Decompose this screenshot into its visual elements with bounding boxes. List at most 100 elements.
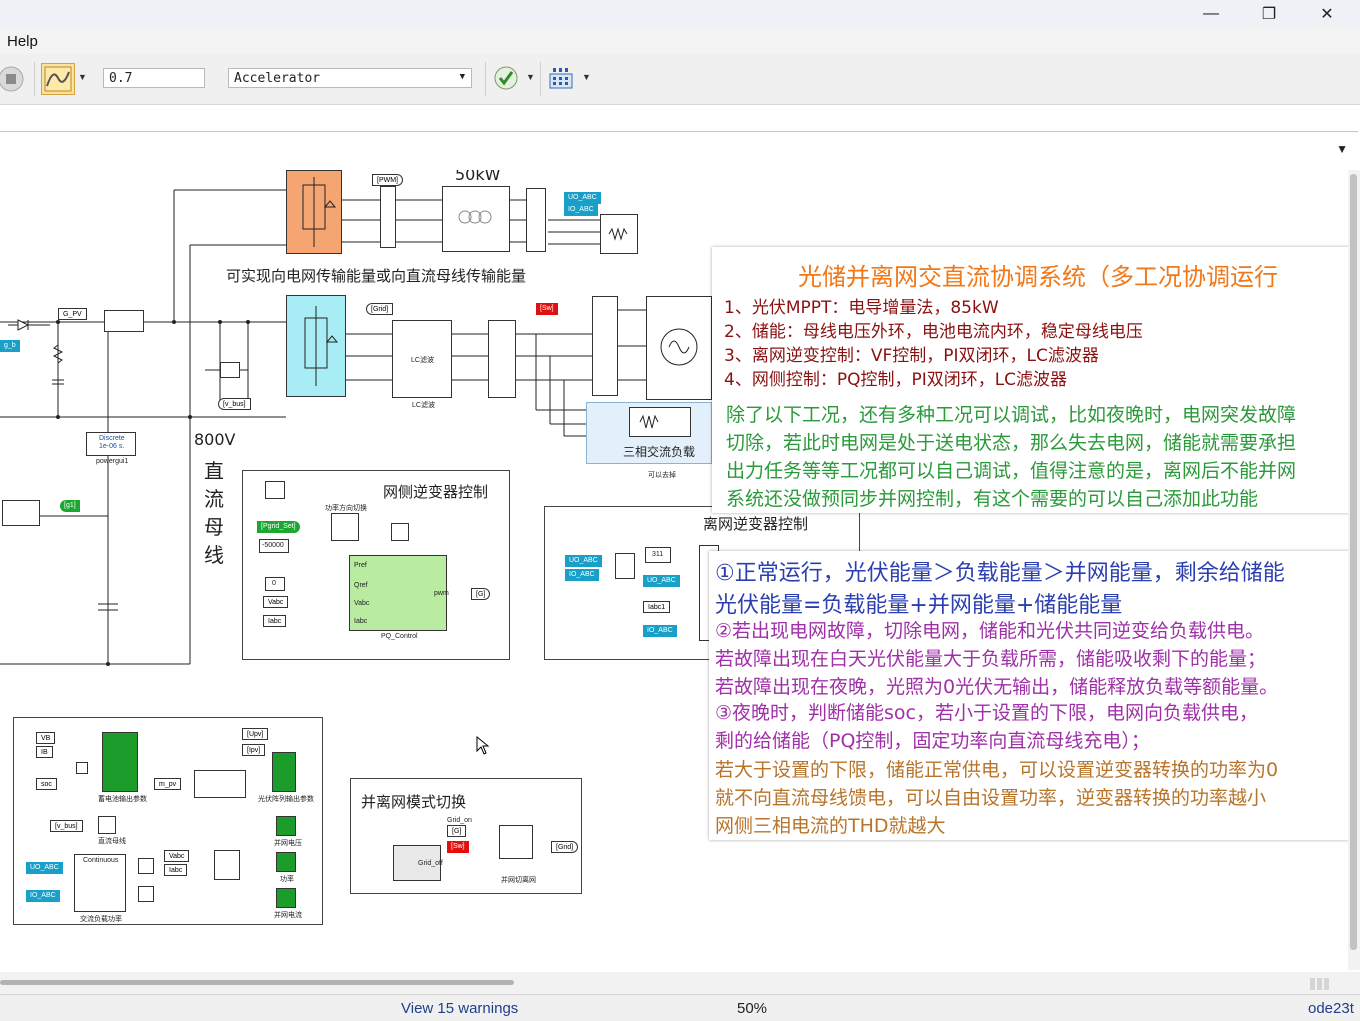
pq-meas-block[interactable] <box>214 850 240 880</box>
check-button[interactable] <box>492 64 520 92</box>
stop-button[interactable] <box>0 66 26 92</box>
tag-sw[interactable]: [Sw] <box>536 303 558 315</box>
horizontal-scroll-thumb[interactable] <box>0 980 514 985</box>
const-block-1[interactable]: -50000 <box>259 539 289 553</box>
grid-off-signal-block[interactable]: Grid_off <box>393 845 443 881</box>
ac-load-block[interactable] <box>629 407 691 437</box>
tag-iabc[interactable]: Iabc <box>263 615 287 627</box>
battery-converter-block[interactable] <box>2 500 40 526</box>
switch-block[interactable] <box>331 513 359 541</box>
resize-grip-icon[interactable] <box>1310 977 1334 990</box>
tag-io-abc-4[interactable]: IO_ABC <box>26 890 60 902</box>
ac-load-group[interactable]: 三相交流负载 <box>586 402 712 464</box>
grid-control-title: 网侧逆变器控制 <box>383 483 489 501</box>
horizontal-scrollbar[interactable] <box>0 972 1360 994</box>
pv-demux-block[interactable] <box>194 770 246 798</box>
scope-p[interactable] <box>138 858 154 874</box>
tag-g1[interactable]: [g1] <box>60 500 80 512</box>
grid-button[interactable] <box>547 64 575 92</box>
tag-v-bus-2[interactable]: [v_bus] <box>50 820 83 832</box>
tag-upv[interactable]: [Upv] <box>242 728 269 740</box>
grid-mode-switch-subsystem[interactable]: 并离网模式切换 Grid_on [G] [Sw] Grid_off 并网切离网 … <box>350 778 582 894</box>
tag-sw-2[interactable]: [Sw] <box>447 841 469 853</box>
minimize-button[interactable]: — <box>1182 0 1240 28</box>
check-dropdown-icon[interactable]: ▼ <box>526 72 535 82</box>
tag-grid[interactable]: [Grid] <box>366 303 394 315</box>
cyan-bridge-block[interactable] <box>286 295 346 397</box>
tag-v-bus[interactable]: [v_bus] <box>218 398 251 410</box>
mode-switch-block[interactable] <box>499 825 533 859</box>
tag-pwm[interactable]: [PWM] <box>372 174 403 186</box>
const-block-2[interactable]: 0 <box>265 577 285 591</box>
breaker-block[interactable] <box>592 296 618 396</box>
grid-current-scope[interactable] <box>276 888 296 908</box>
toolbar <box>0 54 1360 105</box>
ac-load-note: 可以去掉 <box>648 472 676 479</box>
product-block[interactable] <box>76 762 88 774</box>
tag-uo-abc-3[interactable]: UO_ABC <box>643 575 680 587</box>
restore-button[interactable]: ❐ <box>1240 0 1298 28</box>
tag-uo-abc-4[interactable]: UO_ABC <box>26 862 63 874</box>
vi-measure-block[interactable] <box>526 188 546 252</box>
tag-ipv[interactable]: [Ipv] <box>242 744 266 756</box>
pq-control-block[interactable]: Pref Qref Vabc Iabc pwm <box>349 555 449 631</box>
const-block-3[interactable]: 311 <box>645 547 671 563</box>
tag-io-abc-2[interactable]: IO_ABC <box>565 569 599 581</box>
tag-g-b[interactable]: g_b <box>0 340 20 352</box>
close-button[interactable]: ✕ <box>1298 0 1356 28</box>
tag-vabc[interactable]: Vabc <box>263 596 289 608</box>
dc-bus-scope-block[interactable] <box>98 816 116 834</box>
grid-dropdown-icon[interactable]: ▼ <box>582 72 591 82</box>
measurement-subsystem[interactable]: VB IB soc 蓄电池输出参数 m_pv [Upv] [Ipv] 光伏阵列输… <box>13 717 323 925</box>
pv-array-block[interactable] <box>104 310 144 332</box>
step-block[interactable] <box>265 481 285 499</box>
measurement-block[interactable] <box>380 186 396 248</box>
scope-button[interactable] <box>41 63 75 95</box>
power-scope[interactable] <box>276 852 296 872</box>
tag-pgrid-set[interactable]: [Pgrid_Set] <box>257 521 300 533</box>
grid-source-block[interactable] <box>646 296 712 400</box>
tag-soc[interactable]: soc <box>36 778 57 790</box>
model-path-bar[interactable]: ▼ <box>0 131 1358 171</box>
tag-ib[interactable]: IB <box>36 746 53 758</box>
mouse-cursor-icon <box>476 736 490 755</box>
tag-uo-abc-2[interactable]: UO_ABC <box>565 555 602 567</box>
tag-iabc-2[interactable]: Iabc <box>164 864 188 876</box>
powergui-block[interactable]: Discrete 1e-06 s. <box>86 432 136 456</box>
vertical-scroll-thumb[interactable] <box>1350 174 1357 950</box>
tag-vabc-2[interactable]: Vabc <box>164 850 190 862</box>
menu-help[interactable]: Help <box>7 33 38 50</box>
solver-name[interactable]: ode23t <box>1308 1000 1354 1017</box>
tag-iabc1[interactable]: Iabc1 <box>643 601 671 613</box>
tag-io-abc[interactable]: IO_ABC <box>564 204 598 216</box>
tag-uo-abc[interactable]: UO_ABC <box>564 192 601 204</box>
separator <box>34 62 35 96</box>
tag-g[interactable]: [G] <box>471 588 491 600</box>
battery-scope-block[interactable] <box>102 732 138 792</box>
tag-vb[interactable]: VB <box>36 732 56 744</box>
tag-grid-2[interactable]: [Grid] <box>551 841 579 853</box>
continuous-power-block[interactable]: Continuous <box>74 854 126 912</box>
rl-load-block[interactable] <box>600 214 638 254</box>
vertical-scrollbar[interactable] <box>1348 170 1360 970</box>
scope-block[interactable] <box>391 523 409 541</box>
grid-voltage-scope[interactable] <box>276 816 296 836</box>
tag-g-pv[interactable]: G_PV <box>58 308 87 320</box>
tag-m-pv[interactable]: m_pv <box>154 778 182 790</box>
grid-inverter-control-subsystem[interactable]: 网侧逆变器控制 功率方向切换 [Pgrid_Set] -50000 0 Vabc… <box>242 470 510 660</box>
tag-io-abc-3[interactable]: IO_ABC <box>643 625 677 637</box>
scope-q[interactable] <box>138 886 154 902</box>
pv-scope-block[interactable] <box>272 752 296 792</box>
stop-time-input[interactable] <box>103 68 205 88</box>
warnings-link[interactable]: View 15 warnings <box>401 1000 519 1017</box>
simulation-mode-select[interactable]: Accelerator ▼ <box>228 68 472 88</box>
chevron-down-icon[interactable]: ▼ <box>1336 142 1348 156</box>
tag-g-2[interactable]: [G] <box>447 825 467 837</box>
top-filter-block[interactable] <box>442 186 510 252</box>
orange-bridge-block[interactable] <box>286 170 342 254</box>
scope-dropdown-icon[interactable]: ▼ <box>78 72 87 82</box>
lc-filter-block[interactable]: LC滤波 <box>392 320 452 398</box>
voltage-sensor-block[interactable] <box>220 362 240 378</box>
scope-block-2[interactable] <box>615 553 635 579</box>
vi-measure-block-2[interactable] <box>488 320 516 398</box>
